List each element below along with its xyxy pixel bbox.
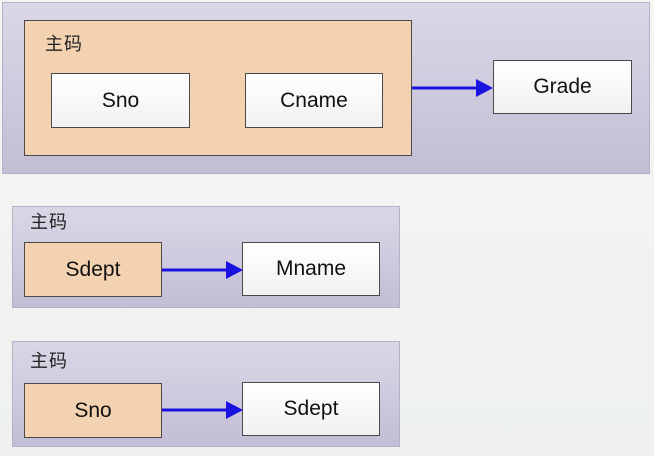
fd-group-3-key-attr-1: Sno — [24, 383, 162, 438]
fd-group-2-key-attr-1: Sdept — [24, 242, 162, 297]
fd-group-2-dependent: Mname — [242, 242, 380, 296]
fd-arrow-1 — [412, 79, 493, 97]
fd-group-1-key-attr-2: Cname — [245, 73, 383, 128]
fd-group-3-key-label: 主码 — [30, 351, 68, 372]
fd-group-1-dependent: Grade — [493, 60, 632, 114]
fd-group-1-key-label: 主码 — [45, 34, 83, 55]
fd-arrow-3 — [162, 401, 243, 419]
fd-group-3-dependent: Sdept — [242, 382, 380, 436]
fd-group-1-key-attr-1: Sno — [51, 73, 190, 128]
fd-group-2-key-label: 主码 — [30, 212, 68, 233]
fd-arrow-2 — [162, 261, 243, 279]
